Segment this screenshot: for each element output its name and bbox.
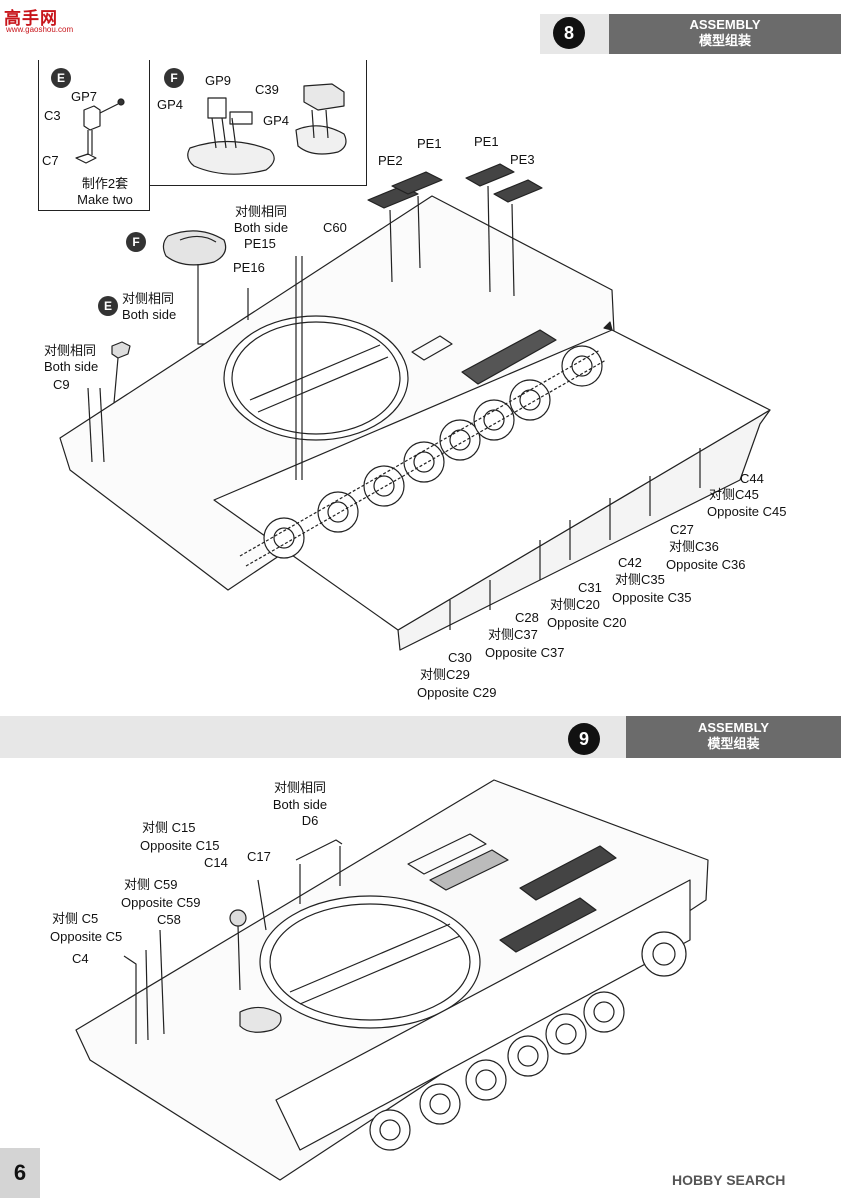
label-both-side-cn-1: 对侧相同 xyxy=(234,204,287,219)
logo-subtitle: www.gaoshou.com xyxy=(6,25,74,34)
label-both-side-en-3: Both side xyxy=(44,359,99,374)
label-c59-en: Opposite C59 xyxy=(121,895,201,910)
label-c42: C42 xyxy=(618,555,642,570)
label-both-side-en-2: Both side xyxy=(122,307,177,322)
inset-e-part xyxy=(75,98,125,164)
site-logo: 高手网 www.gaoshou.com xyxy=(4,4,78,38)
page-number: 6 xyxy=(0,1148,40,1198)
label-c44: C44 xyxy=(740,471,764,486)
label-c14: C14 xyxy=(204,855,228,870)
label-pe1-b: PE1 xyxy=(474,134,499,149)
label-c5-en: Opposite C5 xyxy=(50,929,123,944)
label-c20-en: Opposite C20 xyxy=(547,615,627,630)
label-c36-cn: 对侧C36 xyxy=(669,539,719,554)
label-c29-en: Opposite C29 xyxy=(417,685,497,700)
label-c60: C60 xyxy=(323,220,347,235)
label-c37-cn: 对侧C37 xyxy=(488,627,538,642)
label-c4: C4 xyxy=(72,951,89,966)
label-c7: C7 xyxy=(42,153,59,168)
label-c15-cn: 对侧 C15 xyxy=(142,820,196,835)
logo-title: 高手网 xyxy=(4,9,58,28)
label-pe3: PE3 xyxy=(510,152,535,167)
label-s9-both-side-cn: 对侧相同 xyxy=(273,780,326,795)
label-c35-en: Opposite C35 xyxy=(612,590,692,605)
label-pe15: PE15 xyxy=(244,236,276,251)
label-c30: C30 xyxy=(448,650,472,665)
label-c9: C9 xyxy=(53,377,70,392)
step9-assembly-en: ASSEMBLY xyxy=(697,720,770,735)
label-c5-cn: 对侧 C5 xyxy=(52,911,99,926)
step9-header-band xyxy=(0,716,626,758)
label-gp9: GP9 xyxy=(205,73,232,88)
step8-assembly-en: ASSEMBLY xyxy=(689,17,761,32)
label-gp7: GP7 xyxy=(71,89,98,104)
label-c28: C28 xyxy=(515,610,539,625)
label-c36-en: Opposite C36 xyxy=(666,557,746,572)
label-c58: C58 xyxy=(157,912,181,927)
label-c20-cn: 对侧C20 xyxy=(550,597,600,612)
callout-f-part xyxy=(162,230,228,345)
label-gp4-right: GP4 xyxy=(263,113,290,128)
label-c39: C39 xyxy=(255,82,279,97)
label-c17: C17 xyxy=(247,849,271,864)
inset-e-badge: E xyxy=(51,68,71,88)
label-c59-cn: 对侧 C59 xyxy=(124,877,178,892)
inset-f-badge: F xyxy=(164,68,184,88)
label-pe2: PE2 xyxy=(378,153,403,168)
label-c3: C3 xyxy=(44,108,61,123)
label-both-side-cn-2: 对侧相同 xyxy=(122,291,175,306)
label-c45-cn: 对侧C45 xyxy=(709,487,759,502)
label-make-two-cn: 制作2套 xyxy=(81,176,129,191)
label-d6: D6 xyxy=(301,813,319,828)
step8-assembly-bar: ASSEMBLY 模型组装 xyxy=(609,14,841,54)
label-make-two-en: Make two xyxy=(77,192,133,207)
label-c37-en: Opposite C37 xyxy=(485,645,565,660)
inset-f-part xyxy=(187,83,347,175)
step8-assembly-cn: 模型组装 xyxy=(698,33,751,48)
step9-assembly-cn: 模型组装 xyxy=(707,736,760,751)
label-c35-cn: 对侧C35 xyxy=(615,572,665,587)
watermark: HOBBY SEARCH xyxy=(672,1172,786,1188)
step8-hull xyxy=(59,163,771,651)
step9-assembly-bar: ASSEMBLY 模型组装 xyxy=(626,716,841,758)
callout-f-badge: F xyxy=(126,232,146,252)
label-c45-en: Opposite C45 xyxy=(707,504,787,519)
label-c27: C27 xyxy=(670,522,694,537)
label-c15-en: Opposite C15 xyxy=(140,838,220,853)
step9-number: 9 xyxy=(568,723,600,755)
label-c31: C31 xyxy=(578,580,602,595)
step8-number: 8 xyxy=(553,17,585,49)
label-both-side-en-1: Both side xyxy=(233,220,289,235)
callout-e-badge: E xyxy=(98,296,118,316)
label-pe16: PE16 xyxy=(233,260,265,275)
label-s9-both-side-en: Both side xyxy=(272,797,328,812)
label-c29-cn: 对侧C29 xyxy=(420,667,470,682)
step9-hull xyxy=(75,779,709,1181)
label-both-side-cn-3: 对侧相同 xyxy=(44,343,97,358)
label-pe1-a: PE1 xyxy=(417,136,442,151)
label-gp4-left: GP4 xyxy=(157,97,184,112)
inset-f-box xyxy=(149,60,367,186)
